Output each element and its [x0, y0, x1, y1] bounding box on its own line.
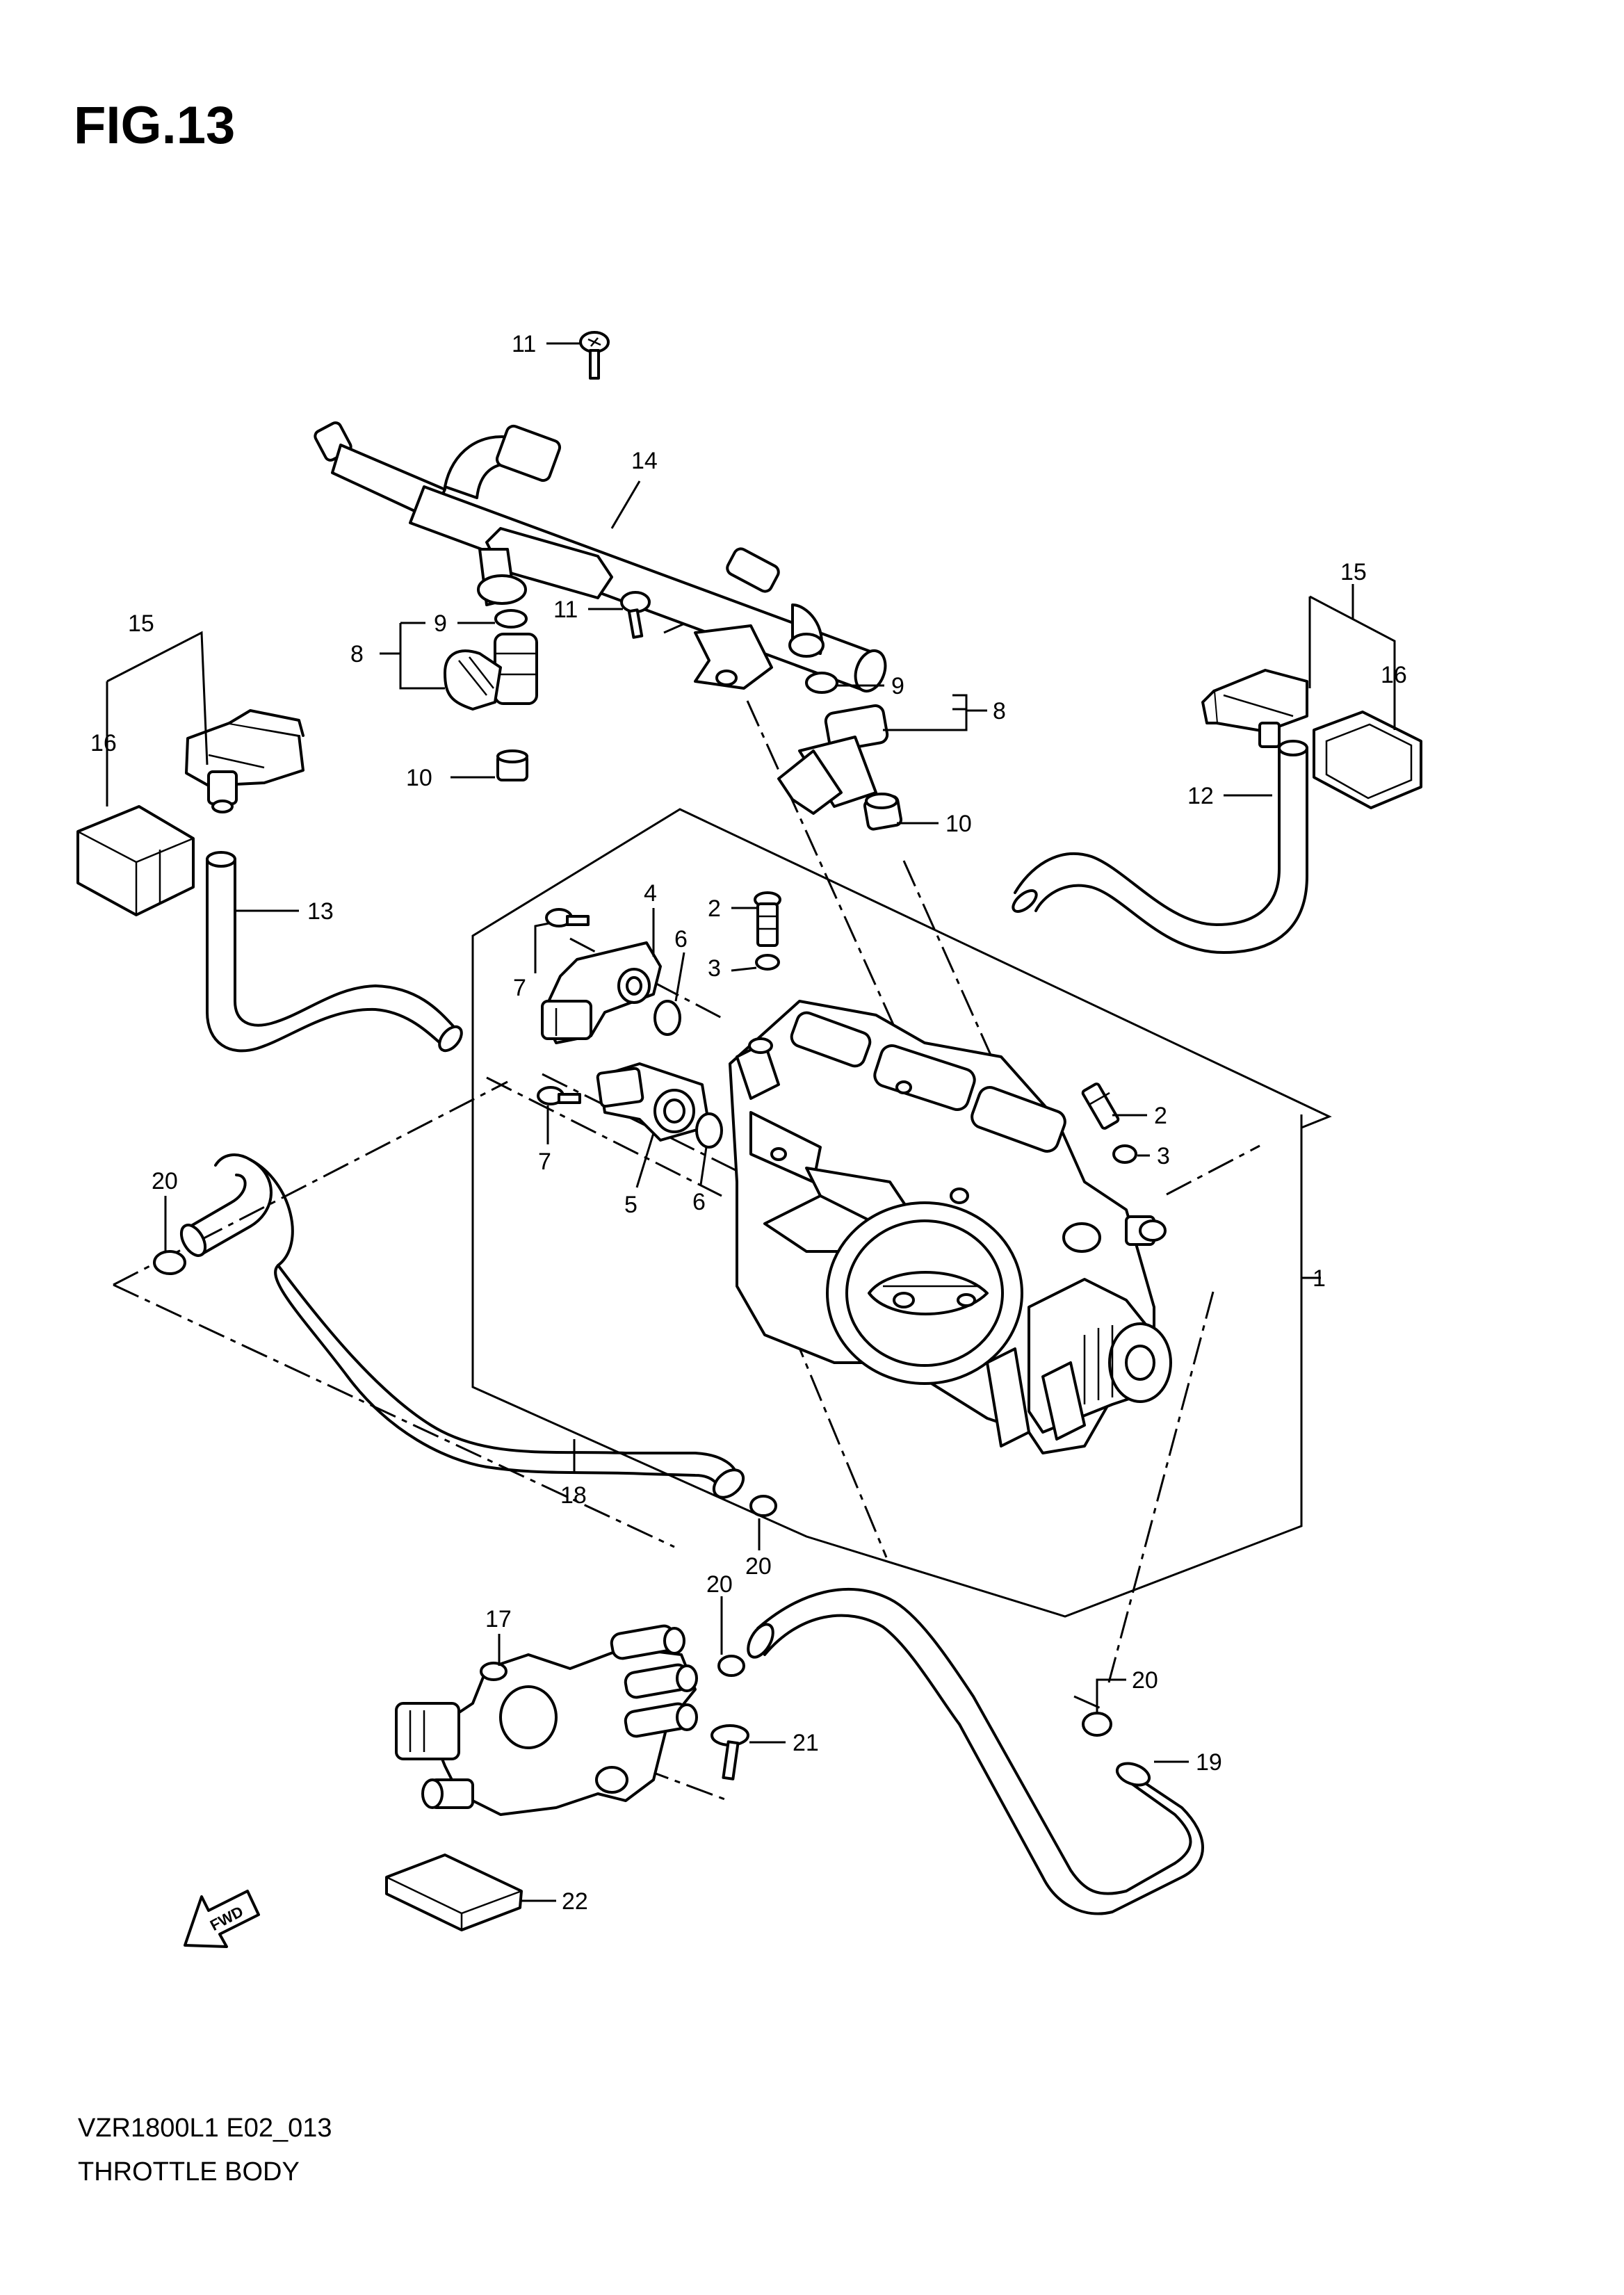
pressure-sensor-right — [1201, 669, 1308, 748]
screw-7-upper — [545, 908, 590, 927]
clamp-20-lower — [717, 1655, 745, 1677]
callout-20-right: 20 — [1132, 1667, 1158, 1694]
callout-16-right: 16 — [1381, 662, 1407, 688]
callout-numbers: 1 2 2 3 3 4 5 6 6 7 7 8 8 9 9 10 10 11 1… — [90, 331, 1407, 1915]
screw-11-top — [579, 331, 610, 380]
injector-right — [777, 672, 903, 831]
callout-4: 4 — [644, 880, 657, 907]
callout-7-lower: 7 — [538, 1149, 551, 1175]
pressure-sensor-left — [185, 709, 304, 813]
callout-19: 19 — [1196, 1749, 1222, 1776]
hose-13 — [206, 851, 463, 1053]
throttle-body-assembly-frame — [471, 808, 1332, 1618]
callout-9-left: 9 — [434, 610, 447, 637]
o-ring-3-upper — [755, 954, 780, 971]
callout-20-lower: 20 — [706, 1571, 733, 1598]
callout-9-right: 9 — [891, 673, 904, 699]
hose-19 — [747, 1588, 1204, 1915]
callout-8-right: 8 — [993, 698, 1006, 724]
fuel-rail — [314, 421, 887, 693]
fwd-arrow: FWD — [184, 1890, 260, 1948]
o-ring-6-lower — [695, 1112, 723, 1149]
clamp-20-right — [1082, 1712, 1112, 1737]
clamp-20-left — [153, 1250, 186, 1275]
callout-10-left: 10 — [406, 765, 432, 791]
callout-18: 18 — [560, 1482, 587, 1509]
injector-left — [444, 609, 538, 781]
callout-7-upper: 7 — [513, 975, 526, 1001]
callout-13: 13 — [307, 898, 334, 925]
diagram-title: THROTTLE BODY — [78, 2157, 300, 2187]
screw-7-lower — [537, 1086, 581, 1105]
callout-17: 17 — [485, 1606, 512, 1632]
throttle-body — [729, 1000, 1172, 1454]
screw-21 — [710, 1724, 749, 1781]
o-ring-6-upper — [653, 1000, 681, 1036]
valve-2-right — [1081, 1082, 1120, 1130]
callout-3-right: 3 — [1157, 1143, 1170, 1169]
callout-14: 14 — [631, 448, 658, 474]
callout-22: 22 — [562, 1888, 588, 1915]
callout-12: 12 — [1187, 783, 1214, 809]
callout-6-lower: 6 — [692, 1189, 706, 1215]
callout-3-upper: 3 — [708, 955, 721, 982]
callout-20-left: 20 — [152, 1168, 178, 1194]
callout-leaders — [106, 342, 1396, 1902]
sensor-5 — [596, 1062, 710, 1142]
callout-20-middle: 20 — [745, 1553, 772, 1580]
sensor-4 — [541, 941, 662, 1044]
figure-label: FIG.13 — [74, 96, 235, 155]
cover-16-right — [1313, 711, 1422, 809]
callout-2-right: 2 — [1154, 1103, 1167, 1129]
callout-16-left: 16 — [90, 730, 117, 756]
o-ring-3-right — [1112, 1144, 1137, 1164]
callout-10-right: 10 — [945, 811, 972, 837]
callout-21: 21 — [793, 1730, 819, 1756]
hose-12 — [1012, 740, 1308, 954]
callout-6-upper: 6 — [674, 926, 688, 952]
callout-11-top: 11 — [512, 331, 536, 357]
callout-8-left: 8 — [350, 641, 364, 667]
callout-15-right: 15 — [1340, 559, 1367, 585]
callout-11-middle: 11 — [553, 597, 578, 623]
cover-16-left — [76, 805, 195, 916]
callout-2-upper: 2 — [708, 895, 721, 922]
hose-18 — [179, 1153, 745, 1499]
model-code: VZR1800L1 E02_013 — [78, 2114, 332, 2143]
valve-2-upper — [754, 891, 781, 947]
callout-15-left: 15 — [128, 610, 154, 637]
isc-valve-17 — [395, 1624, 698, 1816]
pad-22 — [385, 1854, 523, 1931]
screw-11-middle — [620, 591, 651, 639]
callout-1: 1 — [1313, 1265, 1326, 1292]
clamp-20-middle — [749, 1495, 777, 1517]
callout-5: 5 — [624, 1192, 638, 1218]
